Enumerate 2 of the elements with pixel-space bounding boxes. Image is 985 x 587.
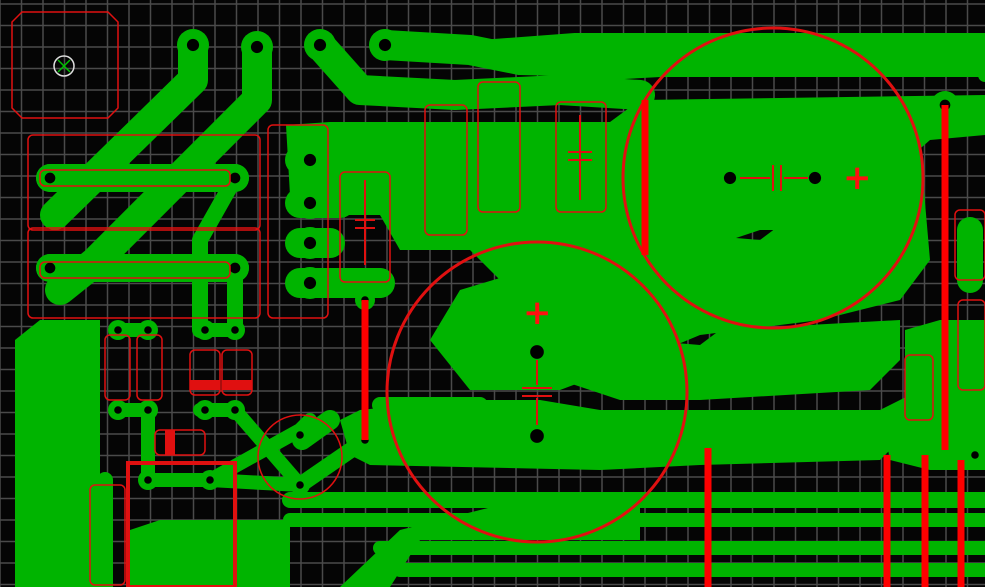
polarity-mark: + <box>843 161 872 195</box>
polarity-mark: + <box>523 296 552 330</box>
